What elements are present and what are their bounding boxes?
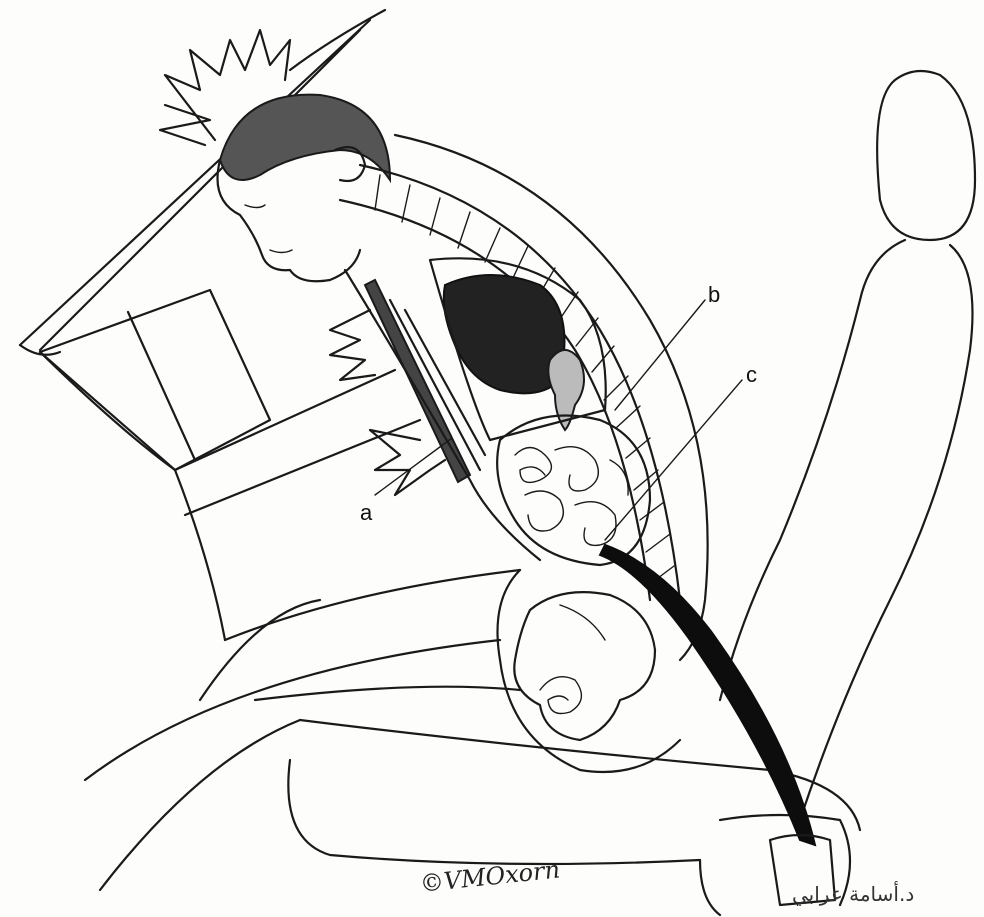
callout-label-a: a xyxy=(360,500,372,526)
lung xyxy=(444,275,565,393)
car-dashboard xyxy=(40,290,420,640)
callout-line-c xyxy=(605,380,742,540)
author-credit: د.أسامة عرابي xyxy=(792,882,914,906)
callout-label-c: c xyxy=(746,362,757,388)
abdomen-impact-burst xyxy=(370,430,445,495)
callout-label-b: b xyxy=(708,282,720,308)
chest-impact-burst xyxy=(330,310,375,380)
lap-belt xyxy=(600,545,835,905)
callout-line-b xyxy=(615,300,705,410)
legs xyxy=(85,570,520,890)
callout-line-a xyxy=(375,438,452,495)
pelvis xyxy=(514,592,655,740)
occupant-head xyxy=(218,95,391,282)
